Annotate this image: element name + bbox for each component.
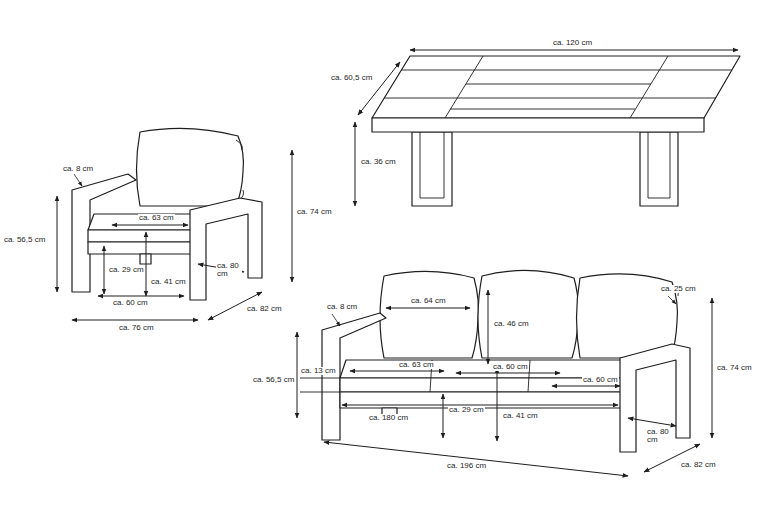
armchair-dimensions-stroke (112, 225, 188, 226)
sofa-dimensions-stroke (300, 378, 340, 379)
sofa (322, 270, 690, 452)
dimension-label: ca. 76 cm (118, 324, 155, 332)
table-dimensions (355, 50, 738, 206)
coffee-table (372, 56, 740, 206)
dimension-label: ca. 82 cm (246, 305, 283, 313)
sofa-dimensions-stroke (300, 392, 340, 393)
dimension-label: ca. 80 cm (646, 428, 672, 445)
dimension-label: ca. 8 cm (62, 165, 94, 173)
dimension-label: ca. 82 cm (680, 461, 717, 469)
sofa-dimensions-stroke (443, 394, 444, 438)
dimension-label: ca. 60,5 cm (330, 74, 373, 82)
dimension-label: ca. 41 cm (150, 278, 187, 286)
sofa-dimensions (297, 290, 712, 476)
armchair-dimensions-stroke (292, 150, 293, 282)
armchair-dimensions-stroke (72, 320, 198, 321)
armchair-dimensions-stroke (57, 196, 58, 292)
armchair-dimensions (57, 150, 292, 320)
dimension-label: ca. 29 cm (448, 406, 485, 414)
sofa-dimensions-stroke (628, 418, 676, 426)
coffee-table-stroke (640, 132, 678, 206)
coffee-table-stroke (384, 98, 457, 99)
dimension-label: ca. 180 cm (368, 414, 409, 422)
sofa-stroke (478, 270, 579, 358)
armchair-stroke (190, 198, 262, 300)
dimension-label: ca. 196 cm (446, 462, 487, 470)
armchair-stroke (88, 230, 192, 242)
sofa-dimensions-stroke (712, 298, 713, 438)
dimension-label: ca. 120 cm (552, 39, 593, 47)
sofa-stroke (620, 344, 690, 452)
armchair-dimensions-stroke (74, 174, 82, 186)
sofa-dimensions-stroke (668, 296, 676, 304)
coffee-table-stroke (412, 132, 452, 206)
coffee-table-stroke (457, 98, 642, 99)
coffee-table-stroke (630, 56, 668, 118)
table-dimensions-stroke (355, 122, 356, 206)
dimension-label: ca. 63 cm (398, 361, 435, 369)
coffee-table-stroke (474, 70, 659, 71)
dimension-label: ca. 60 cm (112, 299, 149, 307)
sofa-dimensions-stroke (324, 442, 628, 476)
sofa-dimensions-stroke (350, 371, 444, 372)
coffee-table-stroke (372, 56, 740, 118)
dimension-label: ca. 13 cm (300, 367, 337, 375)
table-dimensions-stroke (358, 62, 400, 115)
dimension-label: ca. 56,5 cm (252, 376, 295, 384)
armchair-dimensions-stroke (98, 296, 184, 297)
dimension-label: ca. 60 cm (582, 376, 619, 384)
dimension-label: ca. 56,5 cm (3, 236, 46, 244)
sofa-stroke (380, 271, 479, 358)
dimension-label: ca. 60 cm (492, 363, 529, 371)
coffee-table-stroke (659, 70, 732, 71)
armchair-stroke (137, 128, 244, 206)
dimension-label: ca. 25 cm (660, 285, 697, 293)
dimension-label: ca. 46 cm (493, 320, 530, 328)
dimension-label: ca. 36 cm (360, 158, 397, 166)
coffee-table-stroke (420, 132, 444, 198)
dimension-label: ca. 63 cm (138, 214, 175, 222)
coffee-table-stroke (642, 98, 716, 99)
sofa-dimensions-stroke (488, 290, 489, 364)
armchair-stroke (236, 140, 244, 200)
sofa-dimensions-stroke (552, 386, 620, 387)
dimension-label: ca. 8 cm (326, 303, 358, 311)
sofa-dimensions-stroke (332, 314, 340, 326)
coffee-table-stroke (401, 70, 474, 71)
armchair (72, 128, 262, 300)
dimension-label: ca. 74 cm (296, 208, 333, 216)
coffee-table-stroke (450, 109, 635, 110)
dimension-label: ca. 64 cm (410, 297, 447, 305)
dimension-label: ca. 41 cm (502, 412, 539, 420)
dimension-label: ca. 74 cm (716, 364, 753, 372)
coffee-table-stroke (648, 132, 670, 198)
armchair-stroke (88, 214, 192, 230)
coffee-table-stroke (372, 118, 704, 132)
armchair-dimensions-stroke (146, 232, 147, 296)
sofa-dimensions-stroke (386, 308, 470, 309)
armchair-dimensions-stroke (104, 246, 105, 294)
sofa-dimensions-stroke (456, 373, 560, 374)
coffee-table-stroke (466, 84, 651, 85)
dimension-label: ca. 29 cm (108, 266, 145, 274)
table-dimensions-stroke (410, 50, 738, 51)
dimension-label: ca. 80 cm (216, 262, 242, 279)
sofa-dimensions-stroke (297, 332, 298, 418)
